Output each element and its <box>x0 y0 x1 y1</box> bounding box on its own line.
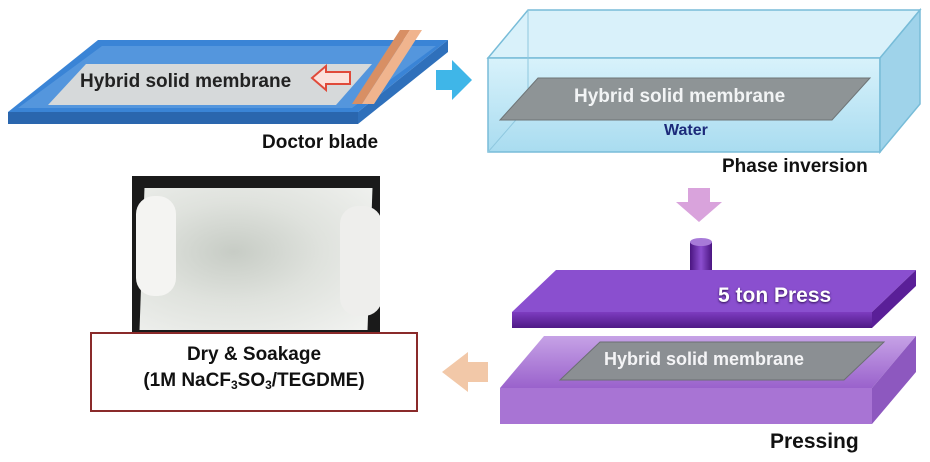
arrow-left-icon <box>442 352 488 392</box>
press-label: 5 ton Press <box>718 284 832 307</box>
dry-soakage-title: Dry & Soakage <box>186 344 322 365</box>
electrolyte-sub1: 3 <box>230 378 238 392</box>
membrane-photo <box>132 176 380 334</box>
dry-soakage-box: Dry & Soakage (1M NaCF3SO3/TEGDME) <box>90 332 418 412</box>
cast-membrane <box>48 64 372 105</box>
electrolyte-prefix: (1M NaCF <box>143 370 231 391</box>
glove-right <box>340 206 380 316</box>
arrow-down-icon <box>676 188 722 222</box>
doctor-blade-label: Doctor blade <box>262 132 379 153</box>
electrolyte-suffix: /TEGDME) <box>271 370 365 391</box>
water-label: Water <box>664 122 708 139</box>
pressed-membrane <box>558 341 886 381</box>
pressed-membrane-label: Hybrid solid membrane <box>604 349 805 369</box>
phase-inversion-membrane-label: Hybrid solid membrane <box>574 86 786 107</box>
pressing-label: Pressing <box>770 430 859 453</box>
arrow-right-icon <box>436 60 472 100</box>
arrow-left-icon <box>310 63 351 93</box>
glove-left <box>136 196 176 296</box>
electrolyte-sub2: 3 <box>265 378 272 392</box>
casting-membrane-label: Hybrid solid membrane <box>80 71 292 92</box>
phase-inversion-label: Phase inversion <box>722 156 868 177</box>
doctor-blade <box>352 30 422 104</box>
electrolyte-label: (1M NaCF3SO3/TEGDME) <box>92 370 416 392</box>
immersed-membrane <box>498 77 872 121</box>
press-plate <box>512 270 916 328</box>
electrolyte-mid: SO <box>237 370 266 391</box>
